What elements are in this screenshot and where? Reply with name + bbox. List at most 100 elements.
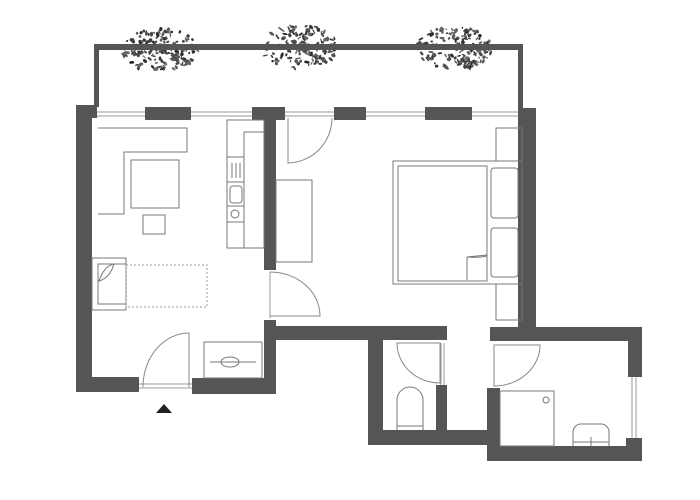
leaf [461,26,464,29]
leaf [311,60,314,62]
wall-mid-horizontal [264,326,447,340]
leaf [171,53,175,59]
leaf [316,60,320,64]
leaf [439,28,445,32]
leaf [148,49,153,55]
leaf [149,31,153,37]
leaf [282,32,288,36]
leaf [155,52,159,55]
leaf [130,51,135,55]
door-bedroom[interactable] [269,271,321,317]
leaf [152,31,156,34]
leaf [142,29,146,33]
balcony-rail-right [518,44,523,110]
leaf [159,27,163,31]
leaf [446,57,452,61]
wall-right [518,108,536,327]
leaf [162,64,166,69]
leaf [444,53,447,58]
pillow [490,167,519,219]
cabinet-handle [220,356,240,368]
leaf [171,67,176,71]
wall-bottom-mid [192,378,276,394]
leaf [175,50,180,54]
leaf [291,27,296,32]
leaf [429,32,435,37]
leaf [155,31,160,38]
leaf [333,41,336,45]
leaf [304,60,310,64]
leaf [290,25,295,29]
leaf [464,35,468,39]
leaf [123,51,128,55]
door-wc[interactable] [396,342,441,384]
leaf [136,65,142,69]
leaf [170,30,174,34]
door-bathroom[interactable] [493,344,541,387]
leaf [458,60,463,64]
windows [97,111,637,438]
sofa-bed-extended [125,264,208,308]
leaf [136,52,141,58]
leaf [297,36,302,40]
leaf [423,42,428,45]
window-pier-3 [334,107,366,120]
leaf [160,36,164,38]
leaf [287,49,290,53]
leaf [142,38,146,42]
leaf [140,51,144,54]
leaf [288,49,292,54]
leaf [445,32,449,35]
leaf [153,67,159,71]
dining-table [130,159,180,209]
leaf [169,52,173,55]
leaf [435,35,439,39]
wall-bath-top [490,327,642,341]
leaf [463,54,466,58]
leaf [274,59,277,62]
leaf [467,65,470,70]
leaf [321,41,324,44]
leaf [178,30,182,34]
leaf [146,40,153,43]
leaf [474,60,478,63]
leaf [463,61,468,66]
leaf [184,37,188,43]
leaf [180,50,184,53]
leaf [135,63,139,66]
leaf [191,38,194,41]
leaf [162,40,166,44]
leaf [430,40,433,43]
leaf [426,54,430,59]
leaf [328,57,333,62]
leaf [311,58,314,61]
leaf [187,37,190,41]
leaf [143,50,148,54]
leaf [474,53,477,57]
leaf [289,59,292,63]
leaf [155,36,158,39]
leaf [126,40,129,42]
leaf [265,41,270,45]
leaf [435,28,439,31]
leaf [417,41,422,45]
leaf [141,40,143,43]
leaf [154,62,158,64]
leaf [175,61,180,65]
leaf [481,59,485,64]
leaf [463,28,468,32]
leaf [311,54,316,58]
leaf [467,33,470,37]
leaf [445,28,448,30]
leaf [139,31,143,35]
balcony-rail-top [94,44,523,50]
door-entrance[interactable] [142,332,190,388]
leaf [278,27,283,31]
leaf [147,56,152,61]
doors [142,117,541,388]
door-bedroom-balcony[interactable] [287,117,333,164]
leaf [485,50,489,54]
leaf [295,33,299,37]
leaf [453,56,457,60]
leaf [469,27,473,31]
